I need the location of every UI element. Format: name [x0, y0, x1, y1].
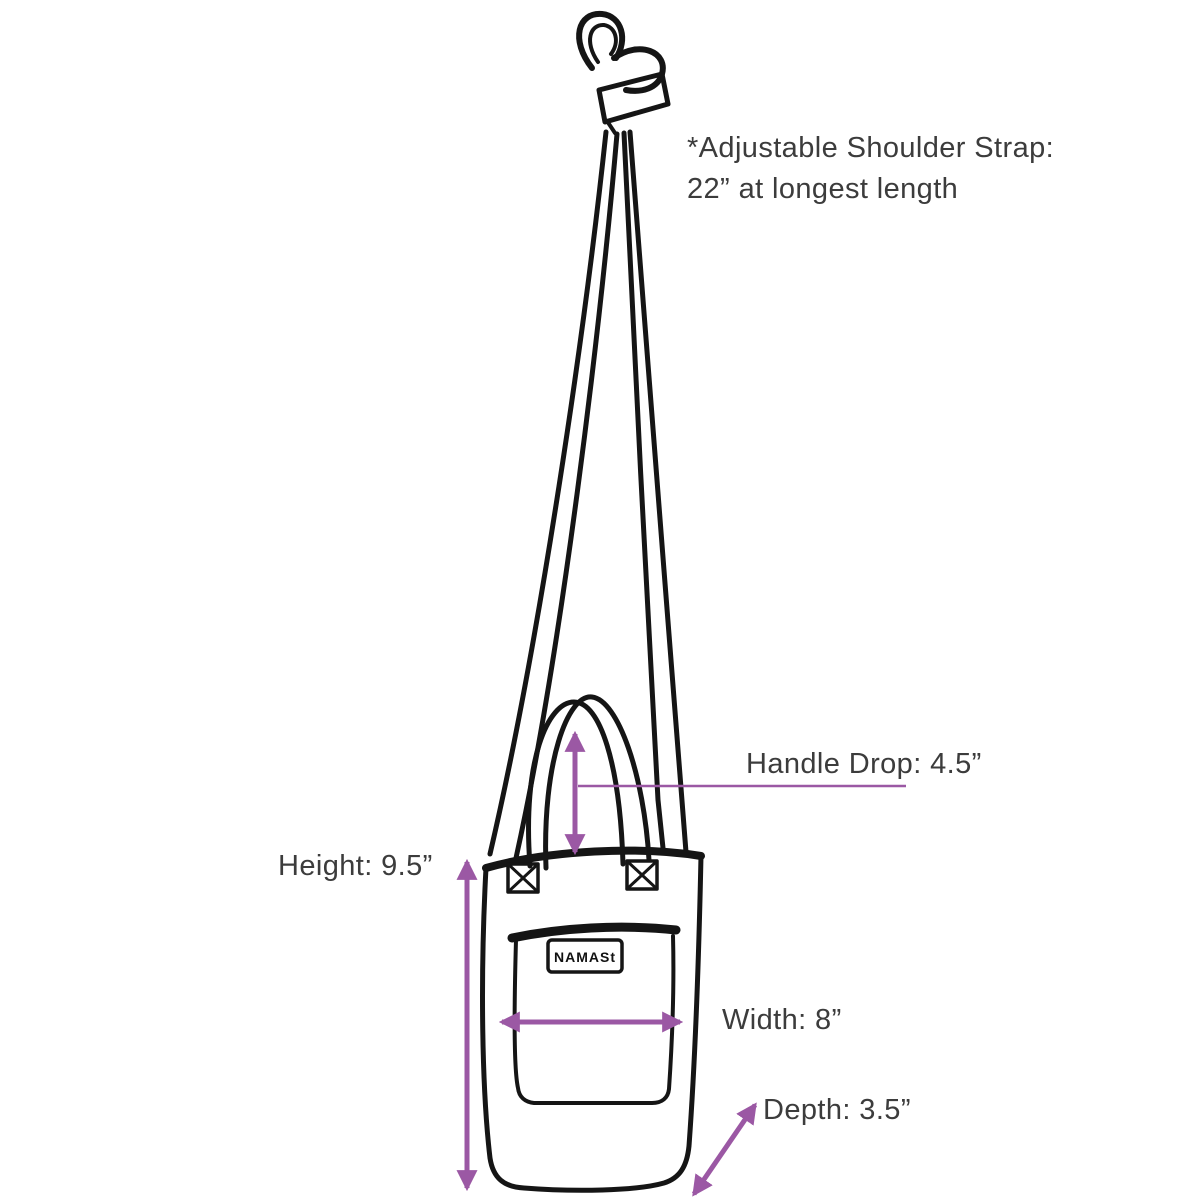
width-label: Width: 8”: [722, 1004, 842, 1036]
handle-drop-label: Handle Drop: 4.5”: [746, 748, 982, 780]
strap-knot: [576, 10, 671, 135]
brand-label-text: NAMASt: [554, 949, 616, 965]
pocket-trim: [507, 922, 681, 943]
shoulder-strap-note: *Adjustable Shoulder Strap: 22” at longe…: [687, 128, 1054, 210]
bag-handles: [526, 694, 652, 871]
shoulder-strap: [487, 129, 689, 861]
shoulder-strap-note-line1: *Adjustable Shoulder Strap:: [687, 132, 1055, 164]
bag-rim: [482, 846, 705, 872]
brand-label-box: [546, 938, 624, 974]
depth-label: Depth: 3.5”: [763, 1094, 911, 1126]
stitch-patch-left: [506, 862, 540, 894]
height-label: Height: 9.5”: [278, 850, 433, 882]
bag-body: [480, 846, 705, 1193]
shoulder-strap-note-line2: 22” at longest length: [687, 173, 959, 205]
depth-arrow: [691, 1102, 758, 1197]
stitch-patch-right: [625, 859, 659, 891]
